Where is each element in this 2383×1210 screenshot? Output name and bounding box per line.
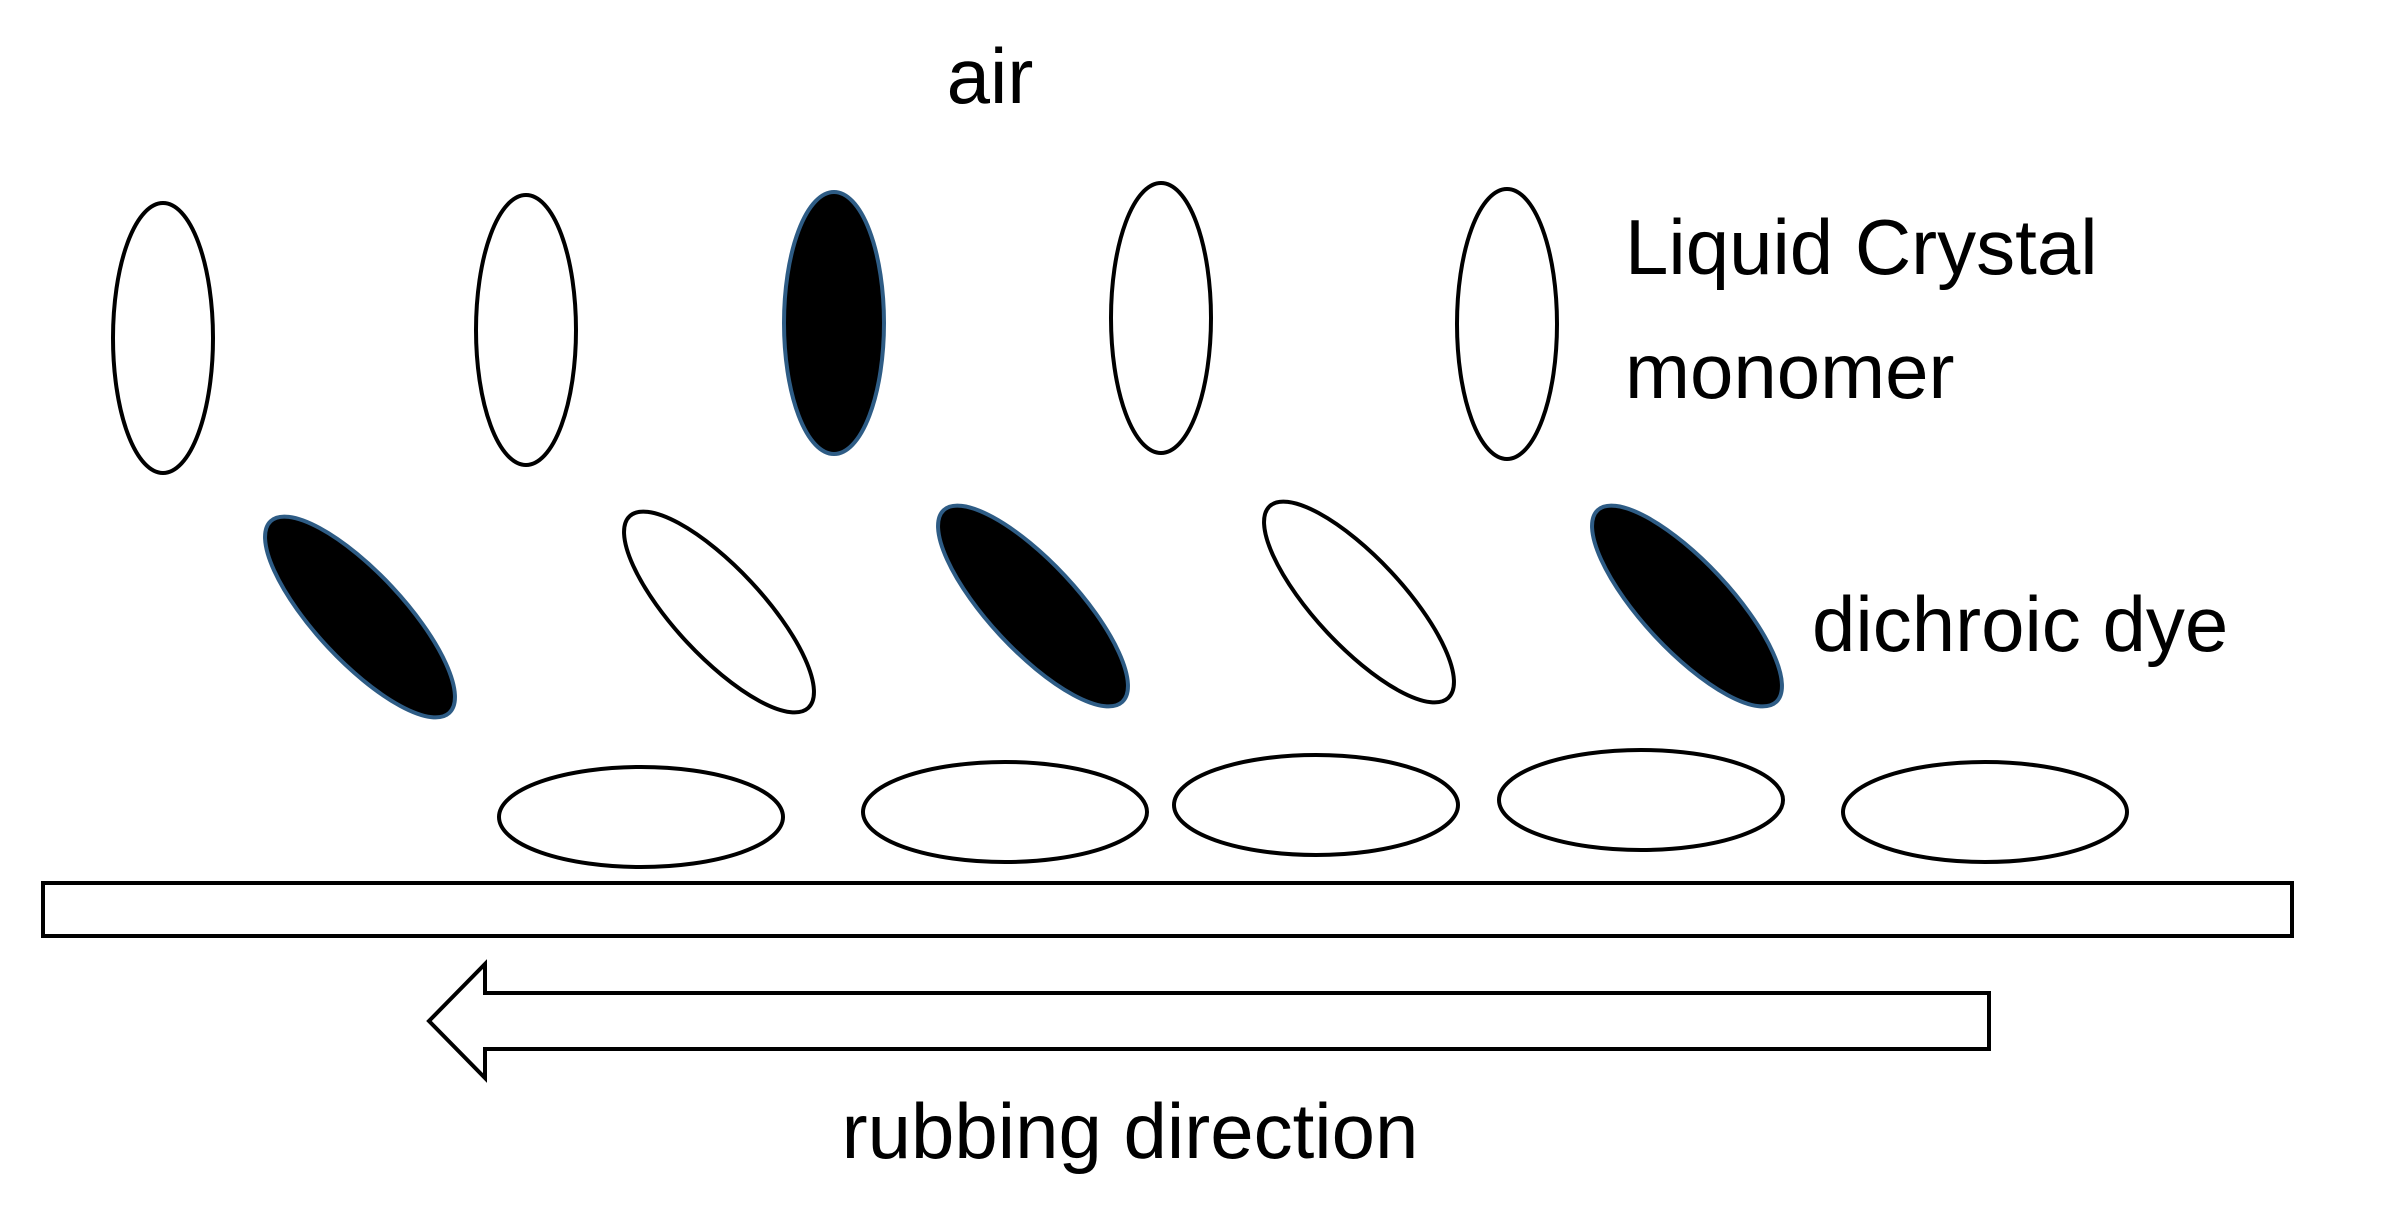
liquid-crystal-label-line2: monomer xyxy=(1625,327,1954,415)
top-row-monomer-4 xyxy=(1455,187,1559,461)
bottom-row-molecules xyxy=(497,748,2129,869)
bottom-row-monomer-2 xyxy=(861,760,1149,864)
top-row-monomer-2 xyxy=(474,193,578,467)
substrate-bar xyxy=(41,881,2294,938)
bottom-row-monomer-3 xyxy=(1172,753,1460,857)
liquid-crystal-label-line1: Liquid Crystal xyxy=(1625,203,2098,291)
top-row-dye-1 xyxy=(782,190,886,456)
rubbing-direction-label: rubbing direction xyxy=(842,1087,1419,1175)
middle-row-dye-1 xyxy=(263,514,457,720)
top-row-molecules xyxy=(111,181,1559,475)
bottom-row-monomer-5 xyxy=(1841,760,2129,864)
bottom-row-monomer-4 xyxy=(1497,748,1785,852)
top-row-monomer-3 xyxy=(1109,181,1213,455)
middle-row-monomer-1 xyxy=(622,509,816,715)
air-label: air xyxy=(947,32,1034,120)
rubbing-direction-arrow xyxy=(426,959,1991,1083)
middle-row-monomer-2 xyxy=(1262,499,1456,705)
middle-row-dye-2 xyxy=(936,503,1130,709)
top-row-monomer-1 xyxy=(111,201,215,475)
dichroic-dye-label: dichroic dye xyxy=(1812,580,2228,668)
middle-row-dye-3 xyxy=(1590,503,1784,709)
middle-row-molecules xyxy=(263,499,1784,720)
bottom-row-monomer-1 xyxy=(497,765,785,869)
